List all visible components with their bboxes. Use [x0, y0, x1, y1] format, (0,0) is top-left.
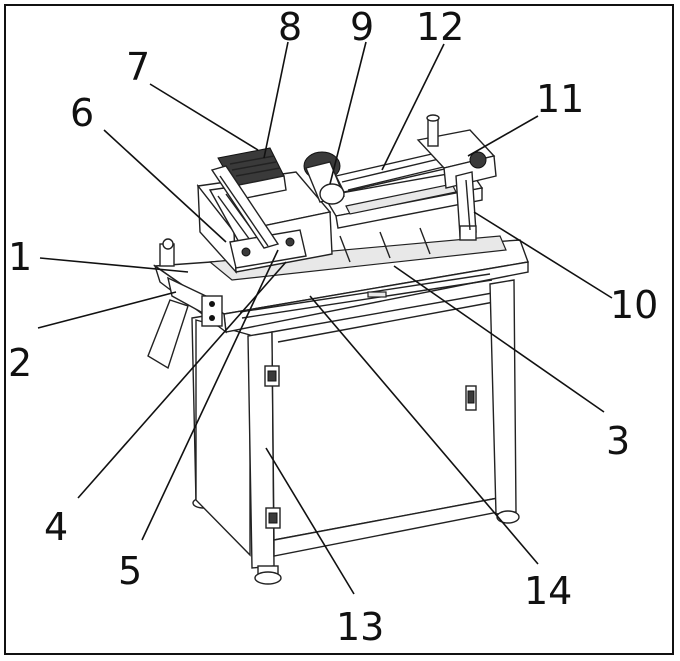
- left-mechanism: [196, 147, 333, 274]
- callout-2: 2: [8, 341, 32, 385]
- callout-13: 13: [336, 605, 384, 649]
- callout-4: 4: [44, 505, 68, 549]
- callout-9: 9: [350, 5, 374, 49]
- callout-5: 5: [118, 549, 142, 593]
- callout-8: 8: [278, 5, 302, 49]
- callout-1: 1: [8, 235, 32, 279]
- cabinet-door: [271, 291, 499, 541]
- callout-6: 6: [70, 91, 94, 135]
- callout-7: 7: [126, 45, 150, 89]
- cabinet: [191, 279, 520, 585]
- leader-lines: [37, 41, 613, 595]
- infeed-tray: [147, 238, 223, 370]
- callout-3: 3: [606, 419, 630, 463]
- right-mechanism: [303, 114, 497, 241]
- callout-11: 11: [536, 77, 584, 121]
- callout-12: 12: [416, 5, 464, 49]
- callout-10: 10: [610, 283, 658, 327]
- figure-border: [4, 4, 674, 655]
- conveyor-bed: [208, 227, 507, 281]
- callout-labels: 1 2 3 4 5 6 7 8 9 10 11 12 13 14: [8, 5, 658, 649]
- callout-14: 14: [524, 569, 572, 613]
